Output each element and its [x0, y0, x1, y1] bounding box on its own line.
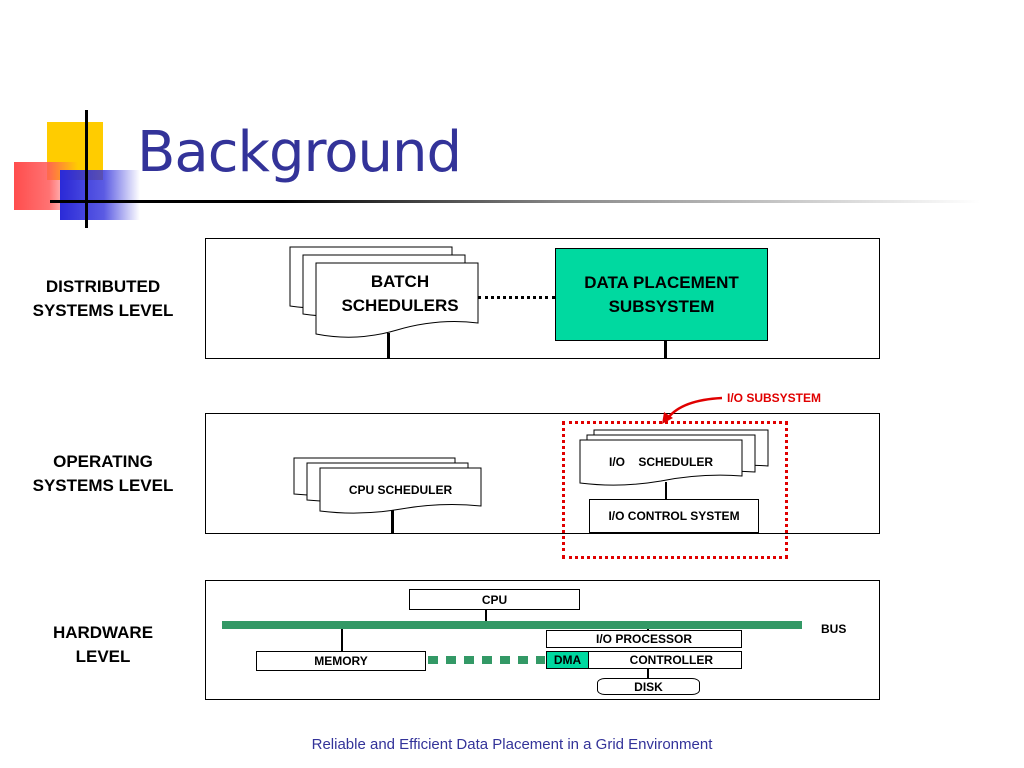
controller-box: CONTROLLER	[546, 651, 742, 669]
cpu-scheduler-label: CPU SCHEDULER	[348, 483, 453, 497]
memory-bus-connector	[341, 629, 343, 651]
io-control-system: I/O CONTROL SYSTEM	[589, 499, 759, 533]
memory-dma-link	[428, 656, 545, 664]
batch-schedulers-connector	[387, 333, 390, 358]
hardware-level-label: HARDWARE LEVEL	[52, 623, 154, 666]
batch-schedulers-stack	[289, 246, 479, 338]
cpu-bus-connector	[485, 610, 487, 622]
batch-to-dps-link	[478, 296, 555, 299]
io-subsystem-arrow	[667, 396, 723, 419]
controller-disk-connector	[647, 669, 649, 679]
operating-systems-level-label: OPERATING SYSTEMS LEVEL	[32, 452, 174, 495]
title-underline	[50, 200, 980, 203]
cpu-scheduler-connector	[391, 510, 394, 533]
data-placement-subsystem: DATA PLACEMENT SUBSYSTEM	[555, 248, 768, 341]
disk: DISK	[597, 678, 700, 695]
io-scheduler-stack	[579, 429, 769, 486]
io-scheduler-connector	[665, 482, 667, 499]
dps-connector	[664, 341, 667, 358]
io-subsystem-label: I/O SUBSYSTEM	[727, 391, 822, 405]
slide-title: Background	[137, 120, 462, 185]
memory-box: MEMORY	[256, 651, 426, 671]
slide-footer: Reliable and Efficient Data Placement in…	[311, 736, 713, 753]
io-scheduler-label: I/O SCHEDULER	[608, 455, 713, 469]
hardware-panel	[205, 580, 880, 700]
system-bus	[222, 621, 802, 629]
decorative-blue-square	[60, 170, 140, 220]
cpu-scheduler-stack	[293, 457, 482, 514]
batch-schedulers-label: BATCH SCHEDULERS	[341, 272, 459, 315]
io-subsystem-region	[562, 421, 788, 559]
decorative-vertical-line	[85, 110, 88, 228]
distributed-systems-level-label: DISTRIBUTED SYSTEMS LEVEL	[32, 277, 174, 320]
dma-box: DMA	[546, 651, 589, 669]
cpu-box: CPU	[409, 589, 580, 610]
io-processor-box: I/O PROCESSOR	[546, 630, 742, 648]
bus-label: BUS	[821, 622, 847, 636]
